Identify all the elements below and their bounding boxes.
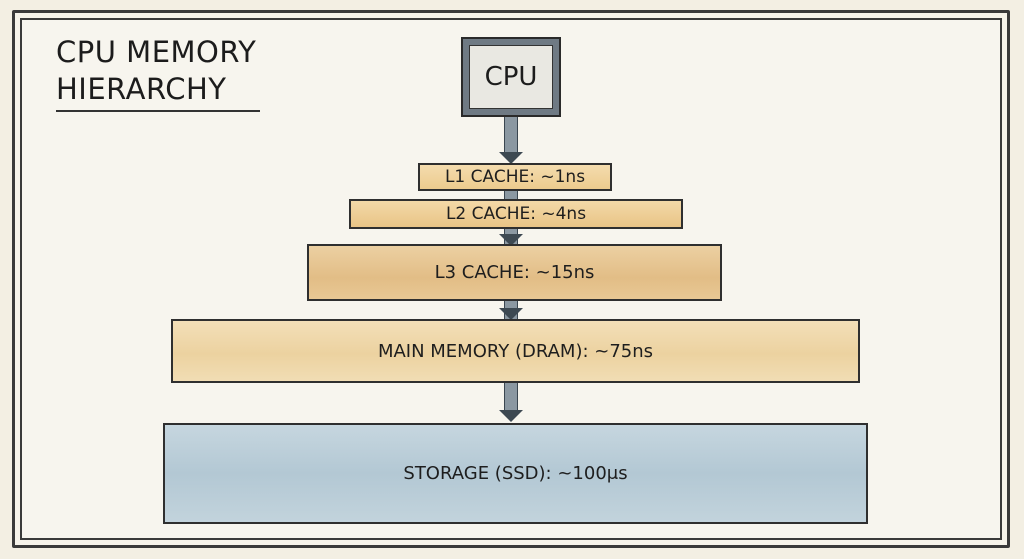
title-underline xyxy=(56,110,260,112)
connector-l1-l2 xyxy=(504,191,518,199)
arrow-cpu-l1-icon xyxy=(499,152,523,164)
tier-l3-cache: L3 CACHE: ~15ns xyxy=(307,244,722,301)
title-line-2: HIERARCHY xyxy=(56,72,227,106)
tier-storage: STORAGE (SSD): ~100μs xyxy=(163,423,868,524)
cpu-box: CPU xyxy=(461,37,561,117)
connector-dram-ssd xyxy=(504,383,518,413)
cpu-label: CPU xyxy=(469,45,553,109)
title-line-1: CPU MEMORY xyxy=(56,35,257,69)
tier-l1-cache: L1 CACHE: ~1ns xyxy=(418,163,612,191)
tier-l2-cache: L2 CACHE: ~4ns xyxy=(349,199,683,229)
tier-main-memory: MAIN MEMORY (DRAM): ~75ns xyxy=(171,319,860,383)
arrow-dram-ssd-icon xyxy=(499,410,523,422)
arrow-l3-dram-icon xyxy=(499,308,523,320)
diagram-title: CPU MEMORY HIERARCHY xyxy=(56,34,276,108)
connector-cpu-l1 xyxy=(504,117,518,155)
arrow-l2-l3-icon xyxy=(499,234,523,246)
